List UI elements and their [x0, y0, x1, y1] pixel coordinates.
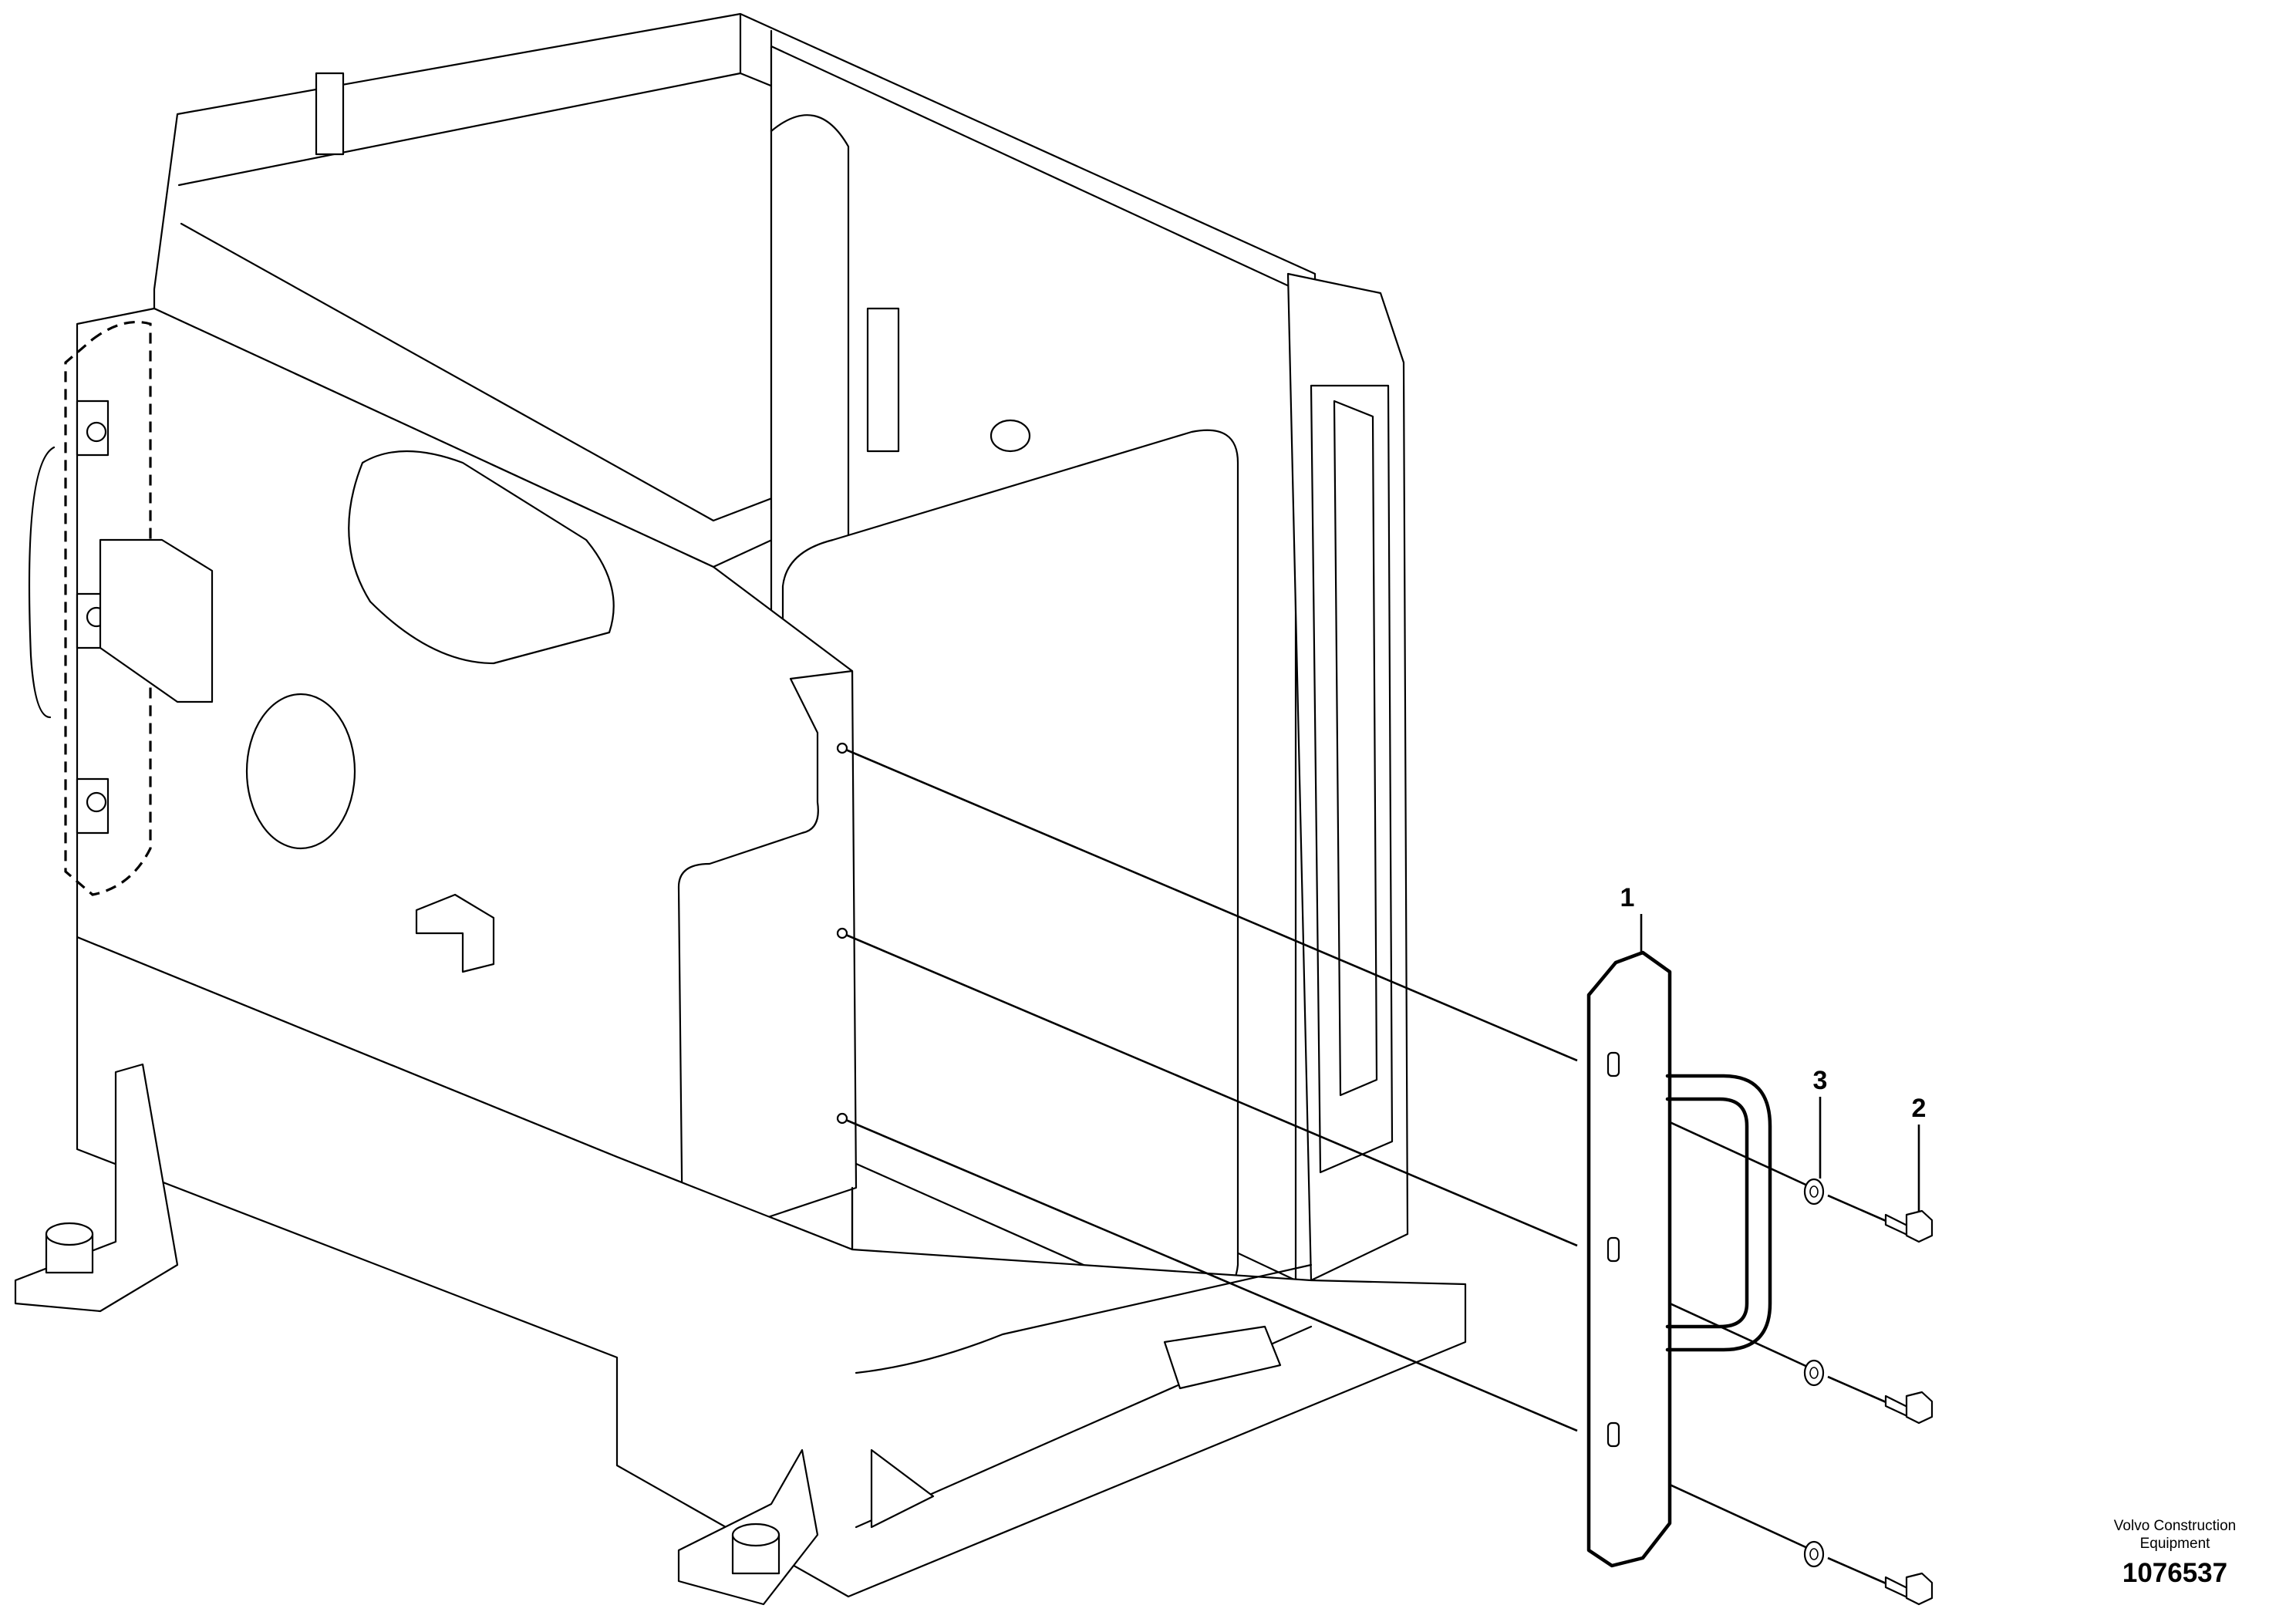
brand-line-1: Volvo Construction	[2113, 1518, 2237, 1534]
leader-hole-bottom	[841, 1117, 1578, 1432]
washer-bottom	[1803, 1540, 1825, 1568]
mounting-foot-left	[14, 1063, 179, 1313]
base-frame	[76, 936, 1467, 1598]
illustration-number: 1076537	[2122, 1558, 2228, 1588]
brand-label: Volvo Construction Equipment	[2090, 1517, 2260, 1553]
callout-3: 3	[1813, 1066, 1828, 1095]
brand-line-2: Equipment	[2139, 1536, 2210, 1552]
callouts: 1 3 2	[1620, 883, 1927, 1211]
lightening-hole-round	[245, 693, 356, 850]
callout-1: 1	[1620, 883, 1635, 912]
washer-middle	[1803, 1359, 1825, 1387]
front-side-wall	[677, 669, 858, 1247]
dashed-detail-outline	[64, 320, 152, 896]
bolt-bottom	[1884, 1572, 1934, 1606]
washer-top	[1803, 1178, 1825, 1206]
leader-hole-top	[841, 747, 1578, 1062]
mounting-foot-right	[677, 1448, 819, 1606]
bolt-middle	[1884, 1391, 1934, 1425]
roof-post-right	[866, 307, 900, 453]
washers	[1803, 1178, 1825, 1568]
hinge-top	[76, 400, 110, 457]
cab-frame	[14, 12, 1467, 1606]
grab-handle-plate	[1586, 950, 1772, 1568]
lightening-hole-upper	[348, 450, 615, 665]
bolts	[1884, 1209, 1934, 1606]
callout-2: 2	[1912, 1094, 1927, 1123]
hinge-bottom	[76, 777, 110, 835]
bolt-top	[1884, 1209, 1934, 1243]
leader-hole-middle	[841, 932, 1578, 1247]
roof-post-left	[315, 72, 345, 156]
